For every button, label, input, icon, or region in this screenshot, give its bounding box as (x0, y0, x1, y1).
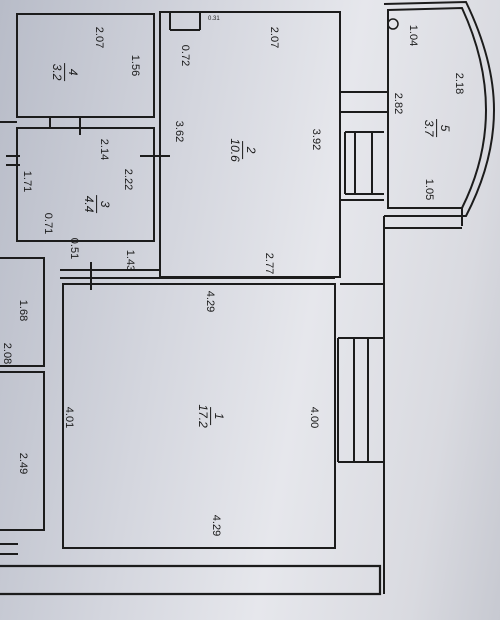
dim-r1-right: 4.00 (308, 406, 321, 429)
dim-r1-top: 4.29 (204, 290, 217, 313)
dim-r4-bottom: 2.14 (98, 138, 111, 161)
dim-left-b: 2.08 (1, 342, 14, 365)
dim-r2-left: 3.62 (173, 120, 186, 143)
dim-r3-bottom-left: 0.51 (68, 237, 81, 260)
room-5-outline (387, 6, 488, 209)
dim-r1-bottom: 4.29 (210, 514, 223, 537)
room-1-outline (62, 283, 336, 549)
dim-r2-tiny: 0.31 (208, 16, 220, 22)
dim-r3-right: 2.22 (122, 168, 135, 191)
dim-r5-bottom: 1.05 (423, 178, 436, 201)
dim-r5-inner: 2.82 (392, 92, 405, 115)
dim-r3-wall: 0.71 (42, 212, 55, 235)
dim-r5-top: 1.04 (407, 24, 420, 47)
dim-r2-right: 3.92 (310, 128, 323, 151)
dim-left-a: 1.68 (17, 299, 30, 322)
dim-r1-left: 4.01 (63, 406, 76, 429)
dim-r5-curve: 2.18 (453, 72, 466, 95)
room-4-outline (16, 13, 155, 118)
dim-r2-top: 2.07 (268, 26, 281, 49)
dim-r4-top: 2.07 (93, 26, 106, 49)
dim-r2-niche: 0.72 (179, 44, 192, 67)
dim-r2-bottom: 2.77 (263, 252, 276, 275)
dim-r4-right: 1.56 (129, 54, 142, 77)
dim-left-c: 2.49 (17, 452, 30, 475)
dim-r3-bottom-right: 1.43 (124, 249, 137, 272)
room-3-outline (16, 127, 155, 242)
dim-r3-left: 1.71 (21, 170, 34, 193)
